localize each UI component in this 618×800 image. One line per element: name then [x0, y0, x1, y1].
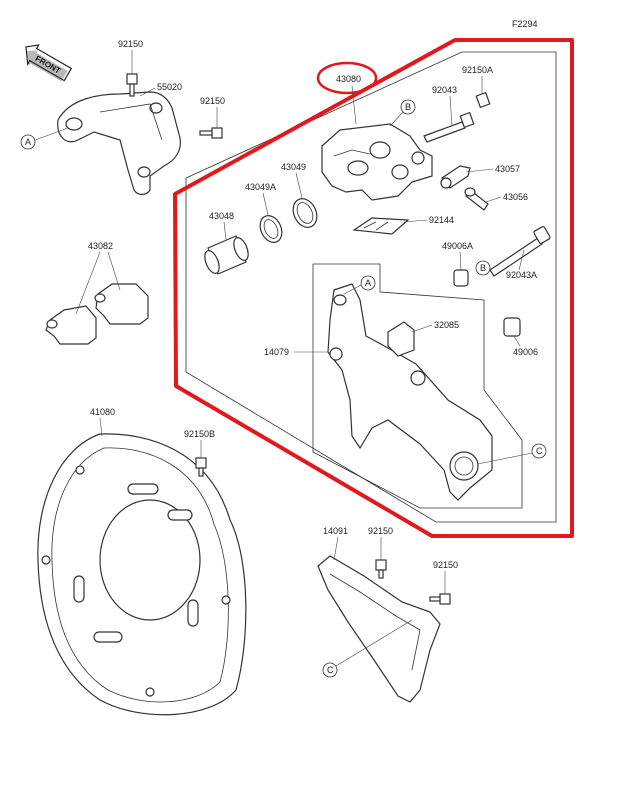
ref-circle-C-guard: C: [322, 619, 413, 678]
svg-text:B: B: [480, 263, 486, 273]
svg-text:C: C: [327, 665, 334, 675]
figure-code: F2294: [512, 19, 538, 29]
label-14079: 14079: [264, 347, 289, 357]
label-43048: 43048: [209, 211, 234, 221]
svg-text:A: A: [25, 137, 31, 147]
svg-text:B: B: [405, 102, 411, 112]
assembly-outline: [185, 51, 557, 523]
bleeder-valve-43056: [464, 187, 489, 211]
label-41080: 41080: [90, 407, 115, 417]
label-14091: 14091: [323, 526, 348, 536]
label-92144: 92144: [429, 215, 454, 225]
label-92150-guard2: 92150: [433, 560, 458, 570]
label-92150-mid: 92150: [200, 96, 225, 106]
label-43056: 43056: [503, 192, 528, 202]
label-92150B: 92150B: [184, 429, 215, 439]
bracket-subassembly-outline: [312, 263, 523, 509]
label-43057: 43057: [495, 164, 520, 174]
highlight-outline: [173, 38, 574, 538]
pin-92043: [423, 111, 475, 143]
label-92150-guard1: 92150: [368, 526, 393, 536]
label-43082: 43082: [88, 241, 113, 251]
highlight-circle: [316, 61, 378, 95]
pad-spring-32085: [387, 321, 415, 357]
seal-43049A: [259, 215, 283, 243]
boot-49006A: [453, 269, 469, 287]
piston-43048: [204, 235, 249, 275]
bleeder-cap-43057: [440, 165, 471, 189]
caliper-body: [321, 123, 433, 201]
label-43080: 43080: [336, 74, 361, 84]
brake-pads-43082: [45, 283, 149, 345]
boot-92150A: [475, 91, 491, 109]
ref-circle-C-bracket: C: [477, 443, 547, 465]
boot-49006: [503, 317, 521, 337]
front-arrow-tag: FRONT: [25, 44, 73, 82]
bolt-92150-guard2: [429, 593, 451, 605]
disc-guard-14091: [317, 555, 441, 703]
seal-43049: [292, 198, 318, 228]
svg-text:C: C: [536, 446, 543, 456]
bracket-55020: [57, 91, 181, 196]
brake-disc-41080: [37, 433, 247, 716]
label-49006: 49006: [513, 347, 538, 357]
label-49006A: 49006A: [442, 241, 473, 251]
label-32085: 32085: [434, 320, 459, 330]
label-92043: 92043: [432, 85, 457, 95]
pad-spring-92144: [352, 217, 410, 235]
label-92150-top: 92150: [118, 39, 143, 49]
label-43049A: 43049A: [245, 182, 276, 192]
label-55020: 55020: [157, 82, 182, 92]
bolt-92150-guard1: [375, 559, 387, 579]
caliper-bracket-14079: [327, 283, 493, 501]
ref-circle-B-pin: B: [475, 260, 491, 276]
ref-circle-B-caliper: B: [389, 99, 416, 127]
pin-92043A: [489, 226, 551, 277]
svg-text:A: A: [365, 278, 371, 288]
label-43049: 43049: [281, 162, 306, 172]
label-92043A: 92043A: [506, 270, 537, 280]
ref-circle-A-bracket: A: [343, 275, 376, 295]
bolt-92150-mid: [199, 127, 223, 139]
ref-circle-A-left: A: [20, 127, 69, 150]
label-92150A: 92150A: [462, 65, 493, 75]
